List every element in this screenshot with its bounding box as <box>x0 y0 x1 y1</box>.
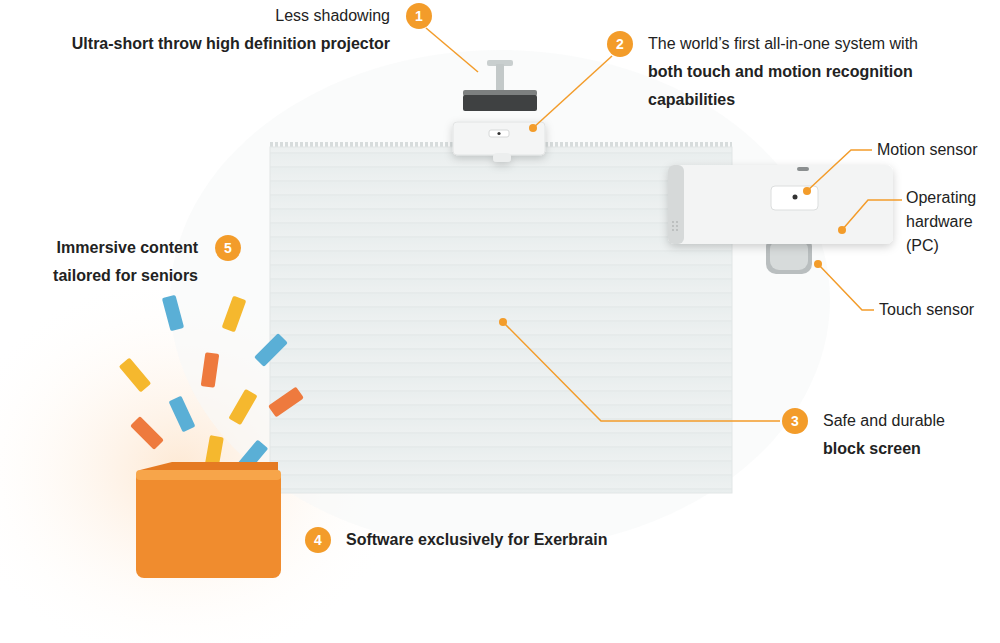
feature-title: Immersive content tailored for seniors <box>8 234 198 290</box>
callout-number: 5 <box>215 235 241 261</box>
block-screen <box>270 142 732 493</box>
feature-title: Software exclusively for Exerbrain <box>346 526 686 554</box>
content-box <box>119 295 304 578</box>
part-name: Touch sensor <box>879 296 998 324</box>
callout-number: 2 <box>607 31 633 57</box>
part-name: Motion sensor <box>877 136 998 164</box>
leader-lines <box>426 28 902 421</box>
feature-title: both touch and motion recognition capabi… <box>648 58 978 114</box>
projector <box>463 60 537 111</box>
feature-title: Ultra-short throw high definition projec… <box>0 30 390 58</box>
callout-number: 4 <box>305 527 331 553</box>
part-name: Operating hardware (PC) <box>906 186 996 258</box>
leader-dots <box>499 124 846 326</box>
feature-note: Safe and durable <box>823 407 998 435</box>
feature-title: block screen <box>823 435 998 463</box>
feature-note: Less shadowing <box>190 2 390 30</box>
feature-note: The world’s first all-in-one system with <box>648 30 998 58</box>
sensor-device <box>668 165 893 274</box>
callout-number: 1 <box>406 3 432 29</box>
callout-number: 3 <box>782 408 808 434</box>
sensor-bar <box>453 122 545 162</box>
